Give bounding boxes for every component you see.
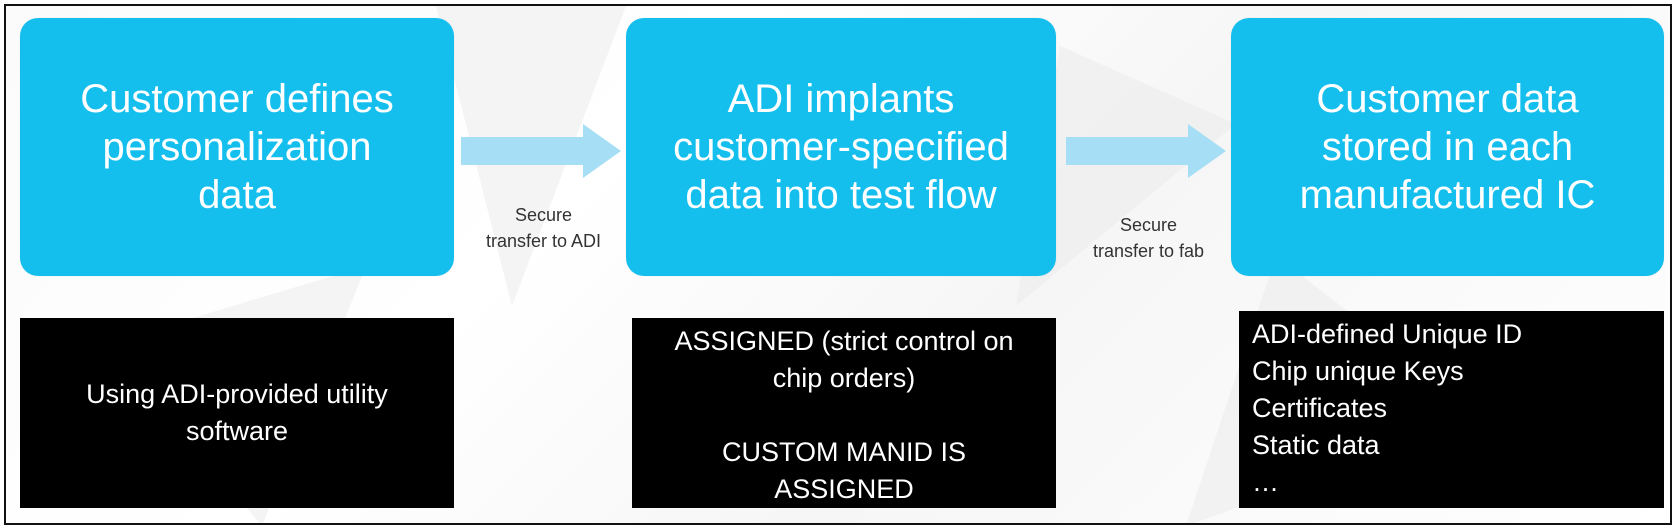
detail-box-utility-software: Using ADI-provided utility software — [20, 318, 454, 508]
step-label: ADI implants customer-specified data int… — [673, 77, 1009, 217]
step-data-stored-in-ic: Customer data stored in each manufacture… — [1231, 18, 1664, 276]
detail-text: ADI-defined Unique ID Chip unique Keys C… — [1252, 319, 1523, 497]
detail-text: ASSIGNED (strict control on chip orders)… — [674, 326, 1014, 504]
step-label: Customer defines personalization data — [80, 77, 394, 217]
right-arrow-icon — [461, 124, 621, 178]
step-label: Customer data stored in each manufacture… — [1299, 77, 1596, 217]
detail-text: Using ADI-provided utility software — [86, 379, 388, 446]
transfer-label-to-adi: Secure transfer to ADI — [485, 205, 602, 251]
diagram-frame: Customer defines personalization data Se… — [4, 4, 1672, 525]
detail-box-assigned: ASSIGNED (strict control on chip orders)… — [632, 318, 1056, 508]
step-customer-defines-data: Customer defines personalization data — [20, 18, 454, 276]
transfer-label-to-fab: Secure transfer to fab — [1092, 215, 1205, 261]
step-adi-implants-data: ADI implants customer-specified data int… — [626, 18, 1056, 276]
detail-box-stored-data-list: ADI-defined Unique ID Chip unique Keys C… — [1239, 311, 1664, 508]
right-arrow-icon — [1066, 124, 1226, 178]
